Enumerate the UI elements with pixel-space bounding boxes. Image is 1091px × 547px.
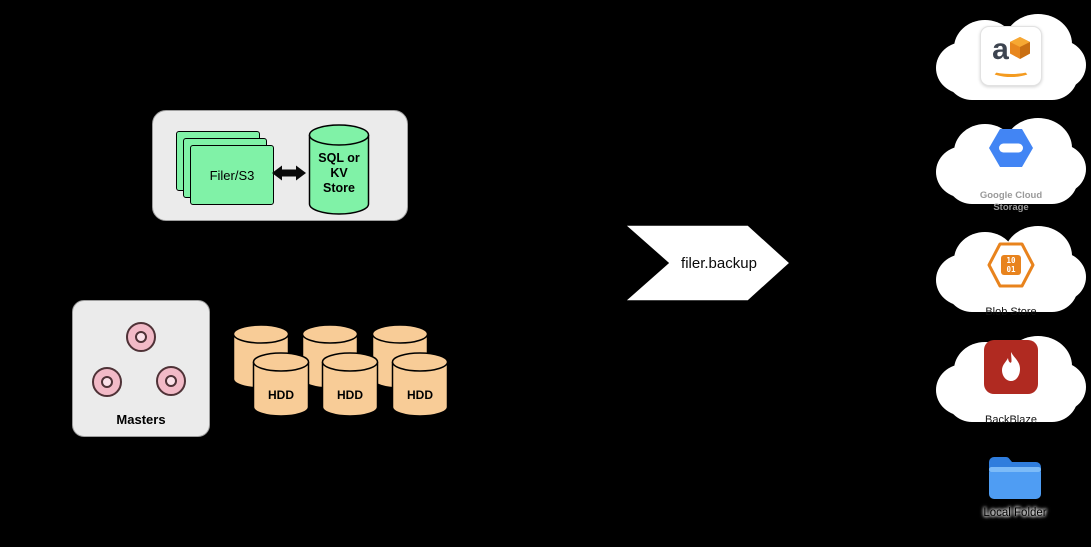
local-folder: Local Folder: [960, 452, 1070, 521]
hdd-label: HDD: [407, 388, 433, 402]
sql-kv-store-label: SQL or KV Store: [318, 151, 360, 195]
cloud-google-cloud-storage: Google Cloud Storage: [936, 112, 1086, 213]
backblaze-label: BackBlaze: [985, 414, 1037, 426]
local-folder-label: Local Folder: [983, 507, 1047, 519]
blob-store-icon: 10 01: [986, 242, 1036, 288]
flow-arrow-icon: [623, 224, 792, 302]
blob-store-label: Blob Store: [985, 306, 1037, 318]
hdd-cylinder: HDD: [321, 352, 379, 418]
amazon-aws-icon: a: [980, 26, 1042, 86]
hdd-cylinder: HDD: [391, 352, 449, 418]
hdd-cylinder: HDD: [252, 352, 310, 418]
sql-kv-store-cylinder: SQL or KV Store: [308, 124, 370, 216]
cloud-amazon-s3: a: [936, 8, 1086, 106]
google-cloud-storage-icon: [989, 129, 1033, 167]
filer-backup-label: filer.backup: [681, 254, 757, 272]
filer-backup-arrow: filer.backup: [623, 224, 792, 302]
aws-letter: a: [992, 32, 1009, 66]
double-arrow-icon: [272, 165, 306, 181]
filer-stack-card-front: Filer/S3: [190, 145, 274, 205]
folder-icon: [989, 457, 1041, 499]
master-node-icon: [156, 366, 186, 396]
masters-panel: Masters: [72, 300, 210, 437]
master-node-icon: [92, 367, 122, 397]
cylinder-icon: [321, 352, 379, 417]
cylinder-icon: [391, 352, 449, 417]
cylinder-icon: [308, 124, 370, 215]
master-node-icon: [126, 322, 156, 352]
cloud-backblaze: BackBlaze: [936, 330, 1086, 428]
masters-label: Masters: [116, 412, 166, 427]
cloud-blob-store: 10 01 Blob Store: [936, 220, 1086, 318]
google-cloud-storage-label: Google Cloud Storage: [979, 190, 1043, 213]
backblaze-icon: [984, 340, 1038, 394]
hdd-label: HDD: [268, 388, 294, 402]
hdd-label: HDD: [337, 388, 363, 402]
aws-cube-icon: [1009, 36, 1030, 59]
aws-smile-icon: [992, 66, 1030, 77]
blob-binary-text: 10 01: [1006, 256, 1016, 274]
filer-stack-label: Filer/S3: [209, 167, 255, 183]
cylinder-icon: [252, 352, 310, 417]
flame-icon: [1002, 352, 1020, 381]
